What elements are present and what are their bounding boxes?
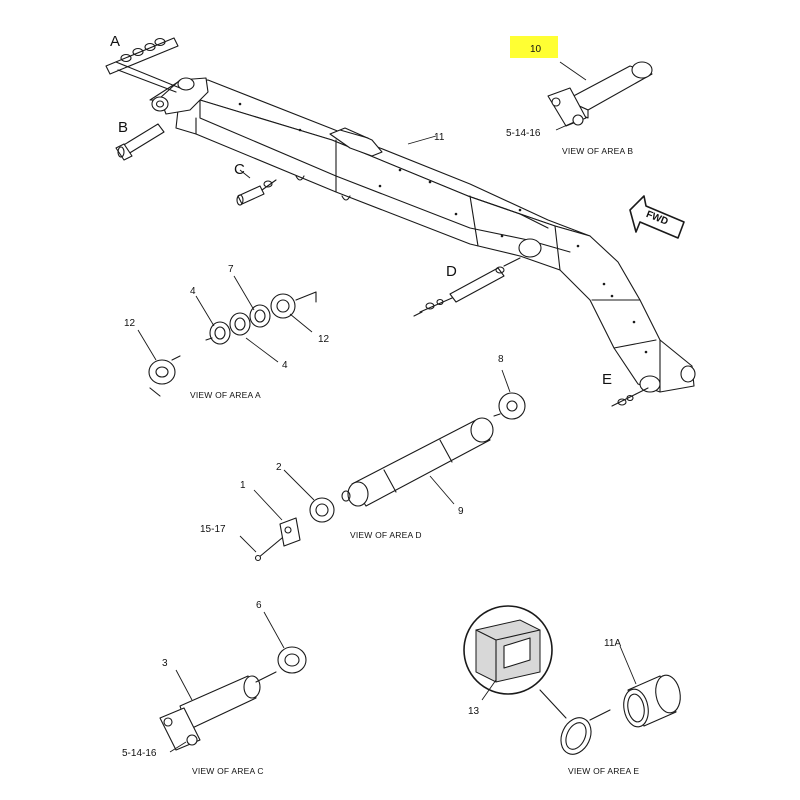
letter-d: D bbox=[446, 263, 457, 280]
area-b-pin bbox=[115, 123, 165, 161]
callout-1: 1 bbox=[240, 480, 246, 491]
callout-15-17: 15-17 bbox=[200, 524, 226, 535]
boom-assembly bbox=[149, 77, 696, 393]
callout-5-14-16-b: 5-14-16 bbox=[506, 128, 541, 139]
caption-area-a: VIEW OF AREA A bbox=[190, 390, 261, 400]
callout-4-bottom: 4 bbox=[282, 360, 288, 371]
caption-area-d: VIEW OF AREA D bbox=[350, 530, 422, 540]
callout-6: 6 bbox=[256, 600, 262, 611]
highlight-10 bbox=[510, 36, 558, 58]
fwd-arrow[interactable]: FWD bbox=[629, 195, 685, 239]
view-area-d-pin bbox=[239, 369, 526, 562]
callout-10: 10 bbox=[530, 44, 542, 55]
caption-area-b: VIEW OF AREA B bbox=[562, 146, 633, 156]
callout-13: 13 bbox=[468, 706, 480, 717]
callout-4-top: 4 bbox=[190, 286, 196, 297]
caption-area-e: VIEW OF AREA E bbox=[568, 766, 639, 776]
callout-5-14-16-c: 5-14-16 bbox=[122, 748, 157, 759]
callout-8: 8 bbox=[498, 354, 504, 365]
view-area-c-pin bbox=[159, 611, 307, 753]
view-area-e-seal-bushing bbox=[463, 605, 681, 755]
callout-11a: 11A bbox=[604, 638, 621, 649]
letter-c: C bbox=[234, 161, 245, 178]
callout-3: 3 bbox=[162, 658, 168, 669]
letter-e: E bbox=[602, 371, 612, 388]
leader-11 bbox=[407, 135, 437, 145]
area-d-pin bbox=[413, 257, 521, 317]
view-area-b-pin bbox=[547, 61, 653, 131]
area-e-hardware bbox=[611, 387, 649, 407]
leader-c bbox=[239, 169, 251, 179]
callout-9: 9 bbox=[458, 506, 464, 517]
letter-b: B bbox=[118, 119, 128, 136]
callout-11: 11 bbox=[434, 132, 445, 143]
view-area-a-washers bbox=[137, 275, 317, 397]
callout-12-left: 12 bbox=[124, 318, 136, 329]
area-a-hardware bbox=[105, 37, 181, 93]
callout-7: 7 bbox=[228, 264, 234, 275]
caption-area-c: VIEW OF AREA C bbox=[192, 766, 264, 776]
letter-a: A bbox=[110, 33, 120, 50]
callout-12-right: 12 bbox=[318, 334, 330, 345]
callout-2: 2 bbox=[276, 462, 282, 473]
area-c-pin bbox=[236, 179, 277, 206]
